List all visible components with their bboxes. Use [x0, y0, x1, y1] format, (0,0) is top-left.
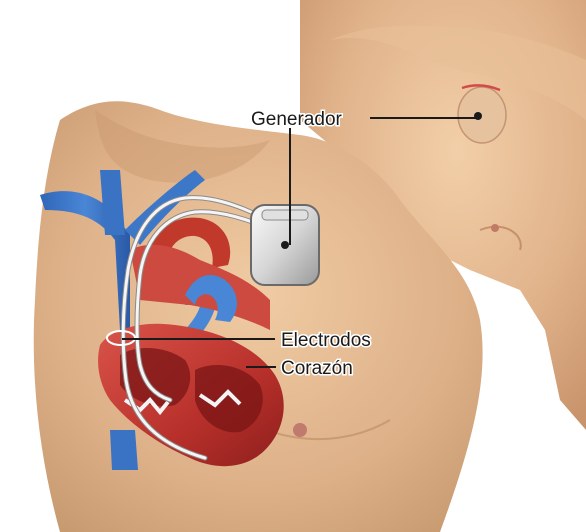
electrodes-label: Electrodos	[281, 330, 371, 351]
generator-device	[251, 205, 319, 285]
generator-label: Generador	[251, 109, 343, 130]
heart-label: Corazón	[281, 358, 353, 379]
